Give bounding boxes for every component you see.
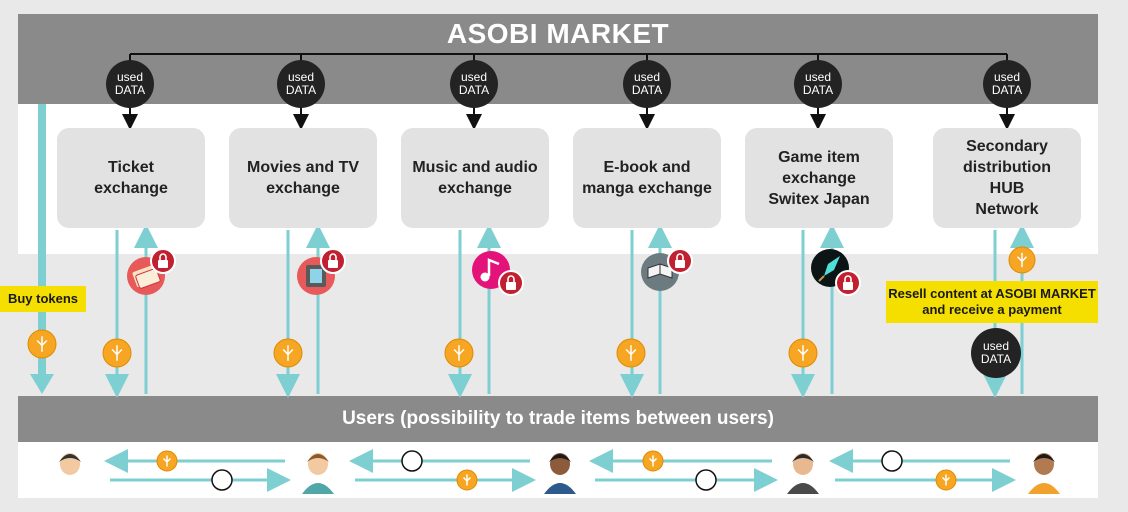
token-coin-icon xyxy=(788,338,818,368)
user-avatar xyxy=(302,453,334,494)
exchange-box-secondary: Secondary distribution HUB Network xyxy=(933,128,1081,228)
exchange-box-game: Game item exchange Switex Japan xyxy=(745,128,893,228)
token-coin-icon xyxy=(273,338,303,368)
token-coin-icon xyxy=(642,450,664,472)
token-coin-icon xyxy=(27,329,57,359)
lock-icon xyxy=(150,248,176,274)
exchange-box-ticket: Ticket exchange xyxy=(57,128,205,228)
token-coin-icon xyxy=(156,450,178,472)
exchange-box-movies: Movies and TV exchange xyxy=(229,128,377,228)
user-avatar xyxy=(1028,453,1060,494)
token-coin-icon xyxy=(1008,246,1036,274)
exchange-box-ebook: E-book and manga exchange xyxy=(573,128,721,228)
empty-token-icon xyxy=(695,469,717,491)
header-band xyxy=(18,14,1098,104)
lock-icon xyxy=(835,270,861,296)
token-coin-icon xyxy=(616,338,646,368)
user-avatar xyxy=(54,453,86,494)
buy-tokens-label: Buy tokens xyxy=(0,286,86,312)
token-coin-icon xyxy=(935,469,957,491)
buy-tokens-arrow-head xyxy=(30,374,54,394)
lock-icon xyxy=(667,248,693,274)
token-coin-icon xyxy=(456,469,478,491)
empty-token-icon xyxy=(881,450,903,472)
user-avatar xyxy=(787,453,819,494)
resell-label: Resell content at ASOBI MARKET and recei… xyxy=(886,281,1098,323)
empty-token-icon xyxy=(211,469,233,491)
empty-token-icon xyxy=(401,450,423,472)
user-avatar xyxy=(544,453,576,494)
users-band xyxy=(18,396,1098,442)
users-bar-label: Users (possibility to trade items betwee… xyxy=(342,408,774,429)
lock-icon xyxy=(320,248,346,274)
token-coin-icon xyxy=(444,338,474,368)
exchange-box-music: Music and audio exchange xyxy=(401,128,549,228)
page-title: ASOBI MARKET xyxy=(446,18,670,49)
token-coin-icon xyxy=(102,338,132,368)
lock-icon xyxy=(498,270,524,296)
